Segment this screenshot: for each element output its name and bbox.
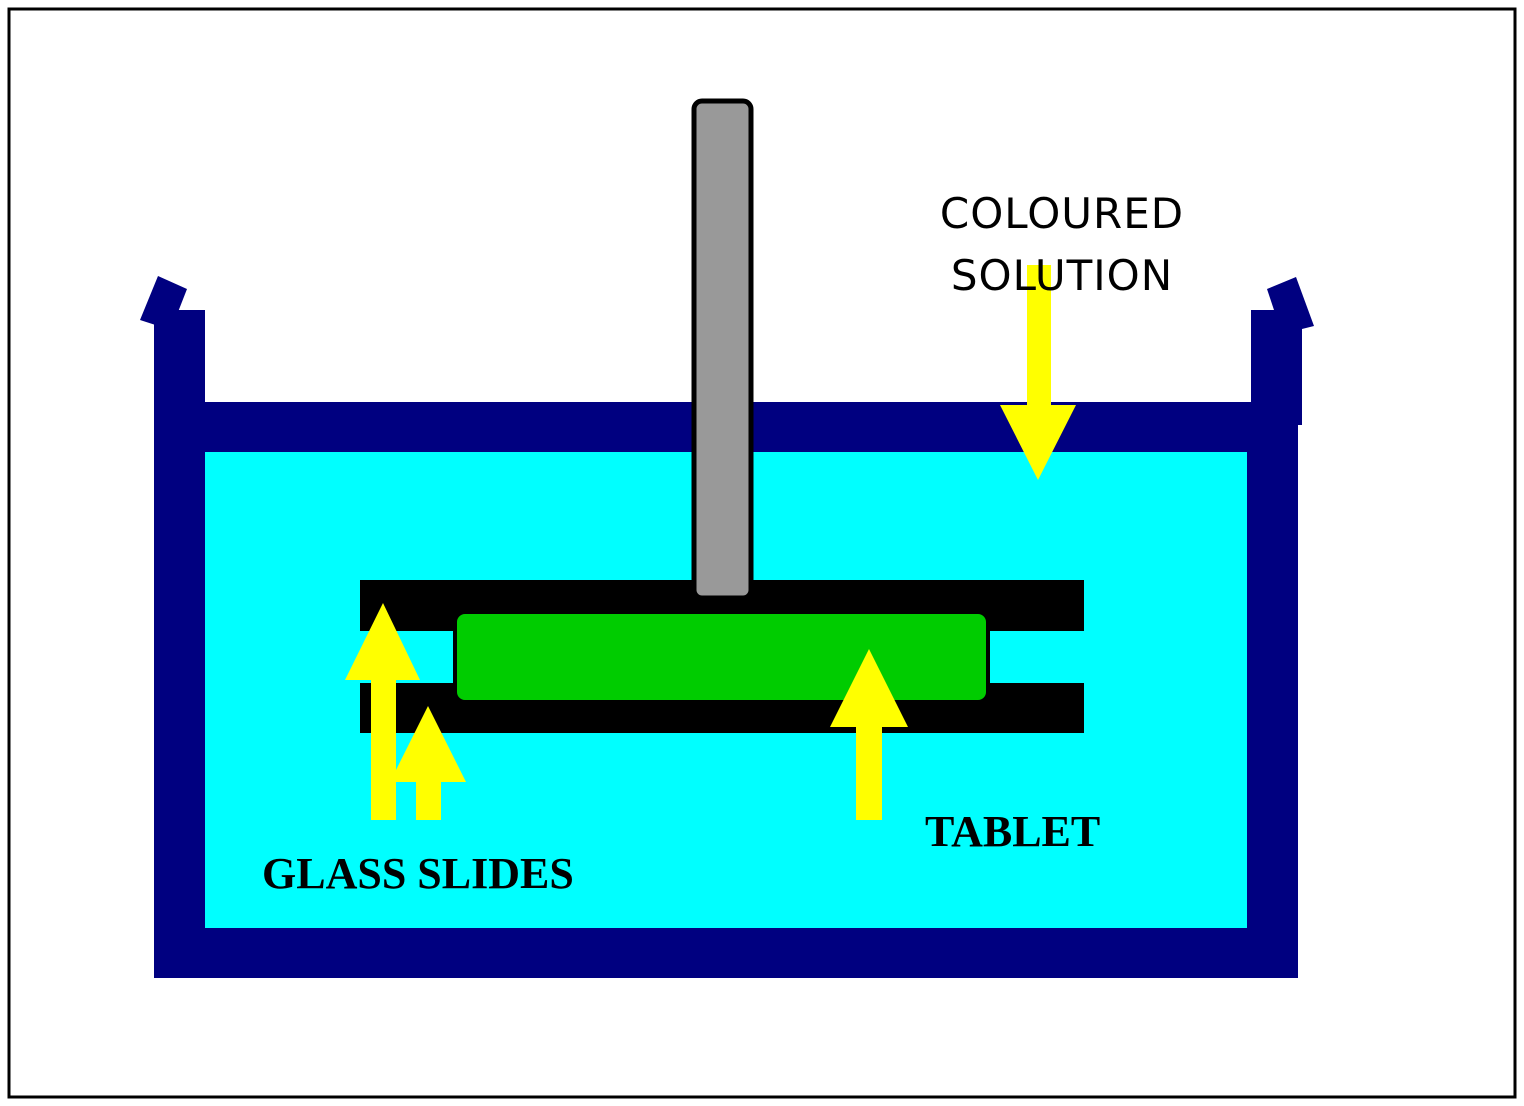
beaker-left-lip <box>140 276 187 330</box>
tablet-label: TABLET <box>925 807 1100 856</box>
coloured-solution-arrow-icon <box>1000 265 1076 480</box>
lower-slide-arrow-icon <box>390 706 466 820</box>
tablet <box>453 610 990 704</box>
holder-rod <box>691 98 754 601</box>
beaker-right-lip <box>1267 277 1314 334</box>
coloured-solution-label-line2: SOLUTION <box>951 251 1173 300</box>
tablet-arrow-icon <box>830 649 908 820</box>
glass-slides-label: GLASS SLIDES <box>262 849 574 898</box>
upper-slide-arrow-icon <box>345 603 420 820</box>
coloured-solution-label-line1: COLOURED <box>940 189 1184 238</box>
